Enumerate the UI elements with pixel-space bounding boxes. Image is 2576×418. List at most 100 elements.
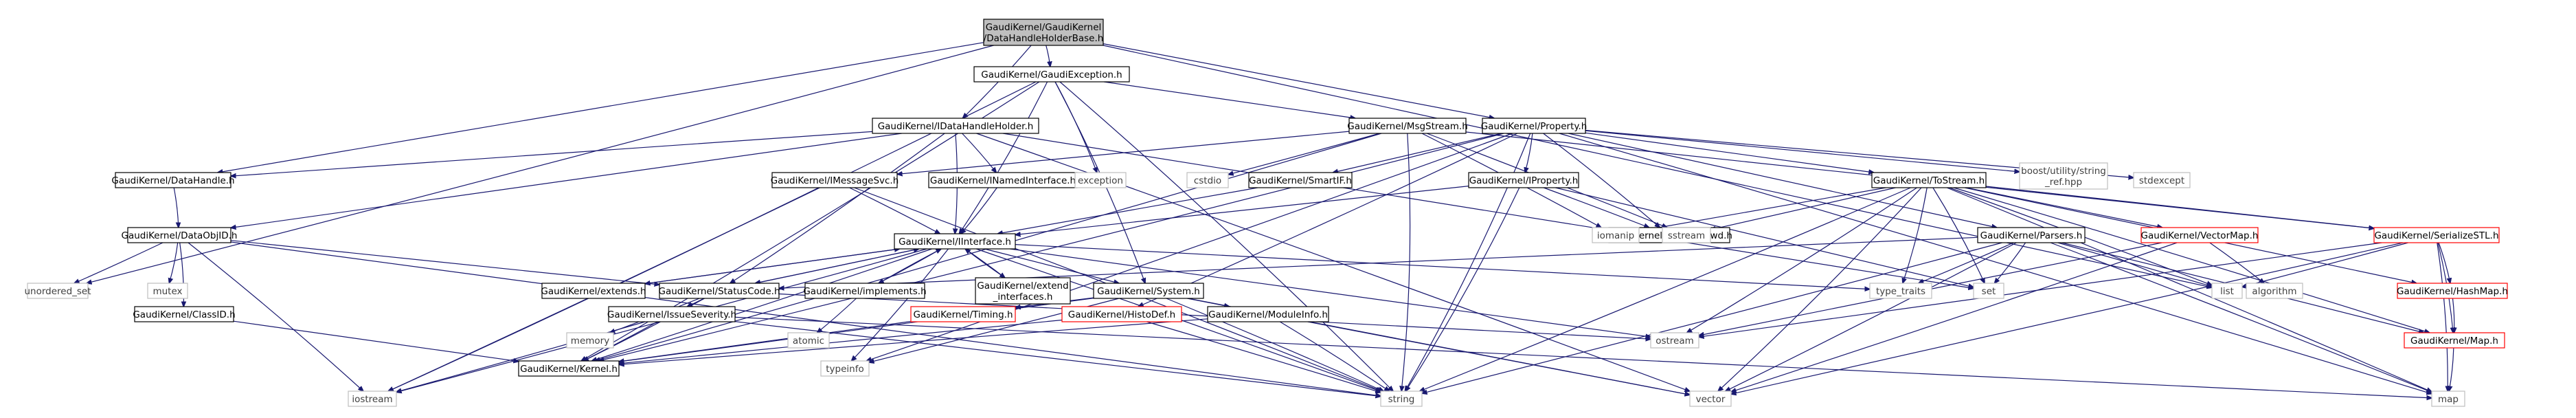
node-extends[interactable]: GaudiKernel/extends.h — [541, 283, 646, 299]
node-label-type_traits: type_traits — [1876, 286, 1925, 297]
node-INamedInterface[interactable]: GaudiKernel/INamedInterface.h — [928, 172, 1078, 188]
node-Property[interactable]: GaudiKernel/Property.h — [1481, 118, 1588, 134]
node-StatusCode[interactable]: GaudiKernel/StatusCode.h — [659, 283, 780, 299]
edge-Property-to-Parsers — [1568, 133, 1997, 228]
node-label-extends: GaudiKernel/extends.h — [541, 286, 646, 297]
node-label-exception: exception — [1078, 175, 1123, 186]
node-SerializeSTL[interactable]: GaudiKernel/SerializeSTL.h — [2373, 227, 2500, 243]
edge-ModuleInfo-to-Kernel — [619, 318, 1208, 365]
edge-ToStream-to-sstream — [1710, 187, 1896, 230]
edge-HistoDef-to-string — [1146, 321, 1381, 393]
edge-IProperty-to-PropertyFwd — [1543, 187, 1649, 228]
node-box-Map — [2404, 332, 2505, 349]
node-box-stdexcept — [2133, 172, 2191, 188]
node-HistoDef[interactable]: GaudiKernel/HistoDef.h — [1061, 306, 1182, 322]
node-MsgStream[interactable]: GaudiKernel/MsgStream.h — [1347, 118, 1468, 134]
node-box-string — [1380, 390, 1423, 407]
edge-IDataHandleHolder-to-vector — [976, 133, 1691, 391]
edge-IInterface-to-typeinfo — [852, 248, 949, 361]
edge-Property-to-HistoDef — [1138, 133, 1518, 307]
edge-SerializeSTL-to-HashMap — [2438, 242, 2450, 283]
node-label-IDataHandleHolder: GaudiKernel/IDataHandleHolder.h — [878, 121, 1034, 132]
node-box-DataObjID — [127, 227, 231, 243]
node-IssueSeverity[interactable]: GaudiKernel/IssueSeverity.h — [607, 306, 736, 322]
edge-DataObjID-to-StatusCode — [230, 240, 659, 285]
edge-ToStream-to-string — [1420, 187, 1911, 391]
node-box-DataHandle — [115, 172, 231, 188]
node-label-SerializeSTL: GaudiKernel/SerializeSTL.h — [2374, 230, 2498, 241]
node-algorithm: algorithm — [2246, 283, 2303, 299]
edge-HistoDef-to-Kernel — [619, 319, 1063, 364]
node-box-exception — [1074, 172, 1127, 188]
node-Map[interactable]: GaudiKernel/Map.h — [2404, 332, 2505, 349]
edge-ModuleInfo-to-vector — [1307, 321, 1690, 395]
node-System[interactable]: GaudiKernel/System.h — [1093, 283, 1204, 299]
edge-SmartIF-to-IInterface — [997, 187, 1258, 234]
edge-Timing-to-Kernel — [619, 320, 912, 362]
node-sstream: sstream — [1662, 227, 1711, 243]
node-iostream: iostream — [348, 390, 397, 407]
node-root[interactable]: GaudiKernel/GaudiKernel/DataHandleHolder… — [983, 19, 1104, 46]
node-label-Timing: GaudiKernel/Timing.h — [913, 309, 1013, 320]
node-atomic: atomic — [787, 332, 830, 349]
node-label-extend_interfaces: GaudiKernel/extend — [977, 280, 1068, 292]
edge-Parsers-to-vector — [1726, 242, 2017, 391]
node-box-ostream — [1650, 332, 1699, 349]
edge-Property-to-string — [1405, 133, 1531, 391]
node-HashMap[interactable]: GaudiKernel/HashMap.h — [2397, 283, 2508, 299]
edge-Property-to-ToStream — [1585, 132, 1874, 173]
node-DataHandle[interactable]: GaudiKernel/DataHandle.h — [111, 172, 235, 188]
edge-root-to-DataHandle — [218, 42, 984, 173]
edge-extend_interfaces-to-IInterface — [965, 249, 1006, 278]
node-label-unordered_set: unordered_set — [24, 286, 91, 297]
node-exception: exception — [1074, 172, 1127, 188]
edge-IInterface-to-type_traits — [1015, 244, 1870, 289]
node-box-root — [983, 19, 1104, 46]
node-label-VectorMap: GaudiKernel/VectorMap.h — [2141, 230, 2259, 241]
node-DataObjID[interactable]: GaudiKernel/DataObjID.h — [122, 227, 238, 243]
node-box-unordered_set — [27, 283, 89, 299]
node-ModuleInfo[interactable]: GaudiKernel/ModuleInfo.h — [1207, 306, 1329, 322]
edge-VectorMap-to-vector — [1731, 242, 2178, 392]
node-Kernel[interactable]: GaudiKernel/Kernel.h — [518, 360, 620, 377]
node-implements[interactable]: GaudiKernel/implements.h — [803, 283, 927, 299]
node-box-IMessageSvc — [771, 172, 898, 188]
node-label-IMessageSvc: GaudiKernel/IMessageSvc.h — [771, 175, 899, 186]
edge-ToStream-to-VectorMap — [1966, 187, 2162, 228]
node-VectorMap[interactable]: GaudiKernel/VectorMap.h — [2140, 227, 2259, 243]
node-label-Map: GaudiKernel/Map.h — [2410, 336, 2498, 346]
node-Parsers[interactable]: GaudiKernel/Parsers.h — [1977, 227, 2086, 243]
edge-IDataHandleHolder-to-StatusCode — [730, 133, 945, 283]
node-extend_interfaces[interactable]: GaudiKernel/extend_interfaces.h — [975, 277, 1071, 305]
node-IDataHandleHolder[interactable]: GaudiKernel/IDataHandleHolder.h — [872, 118, 1039, 134]
node-box-SerializeSTL — [2373, 227, 2500, 243]
node-type_traits: type_traits — [1869, 283, 1932, 299]
node-label-DataObjID: GaudiKernel/DataObjID.h — [122, 230, 238, 241]
edge-root-to-GaudiException — [1046, 45, 1050, 67]
node-box-VectorMap — [2140, 227, 2259, 243]
node-box-Timing — [910, 306, 1016, 322]
node-box-typeinfo — [820, 360, 870, 377]
node-label-Parsers: GaudiKernel/Parsers.h — [1980, 230, 2083, 241]
node-box-sstream — [1662, 227, 1711, 243]
node-label-ClassID: GaudiKernel/ClassID.h — [133, 309, 235, 320]
node-IProperty[interactable]: GaudiKernel/IProperty.h — [1468, 172, 1579, 188]
node-ClassID[interactable]: GaudiKernel/ClassID.h — [133, 306, 236, 322]
node-ToStream[interactable]: GaudiKernel/ToStream.h — [1871, 172, 1987, 188]
edge-VectorMap-to-ostream — [1699, 242, 2162, 336]
node-label-atomic: atomic — [793, 336, 824, 346]
node-box-set — [1973, 283, 2004, 299]
node-Timing[interactable]: GaudiKernel/Timing.h — [910, 306, 1016, 322]
node-box-MsgStream — [1348, 118, 1467, 134]
edge-GaudiException-to-exception — [1054, 81, 1097, 173]
node-IMessageSvc[interactable]: GaudiKernel/IMessageSvc.h — [771, 172, 899, 188]
node-label-StatusCode: GaudiKernel/StatusCode.h — [659, 286, 780, 297]
edge-Map-to-map — [2449, 347, 2454, 391]
node-box-iomanip — [1592, 227, 1640, 243]
edge-INamedInterface-to-IInterface — [961, 187, 997, 234]
node-SmartIF[interactable]: GaudiKernel/SmartIF.h — [1248, 172, 1353, 188]
node-mutex: mutex — [147, 283, 188, 299]
node-IInterface[interactable]: GaudiKernel/IInterface.h — [894, 233, 1016, 250]
edge-IDataHandleHolder-to-DataObjID — [231, 133, 902, 228]
node-GaudiException[interactable]: GaudiKernel/GaudiException.h — [973, 66, 1130, 82]
